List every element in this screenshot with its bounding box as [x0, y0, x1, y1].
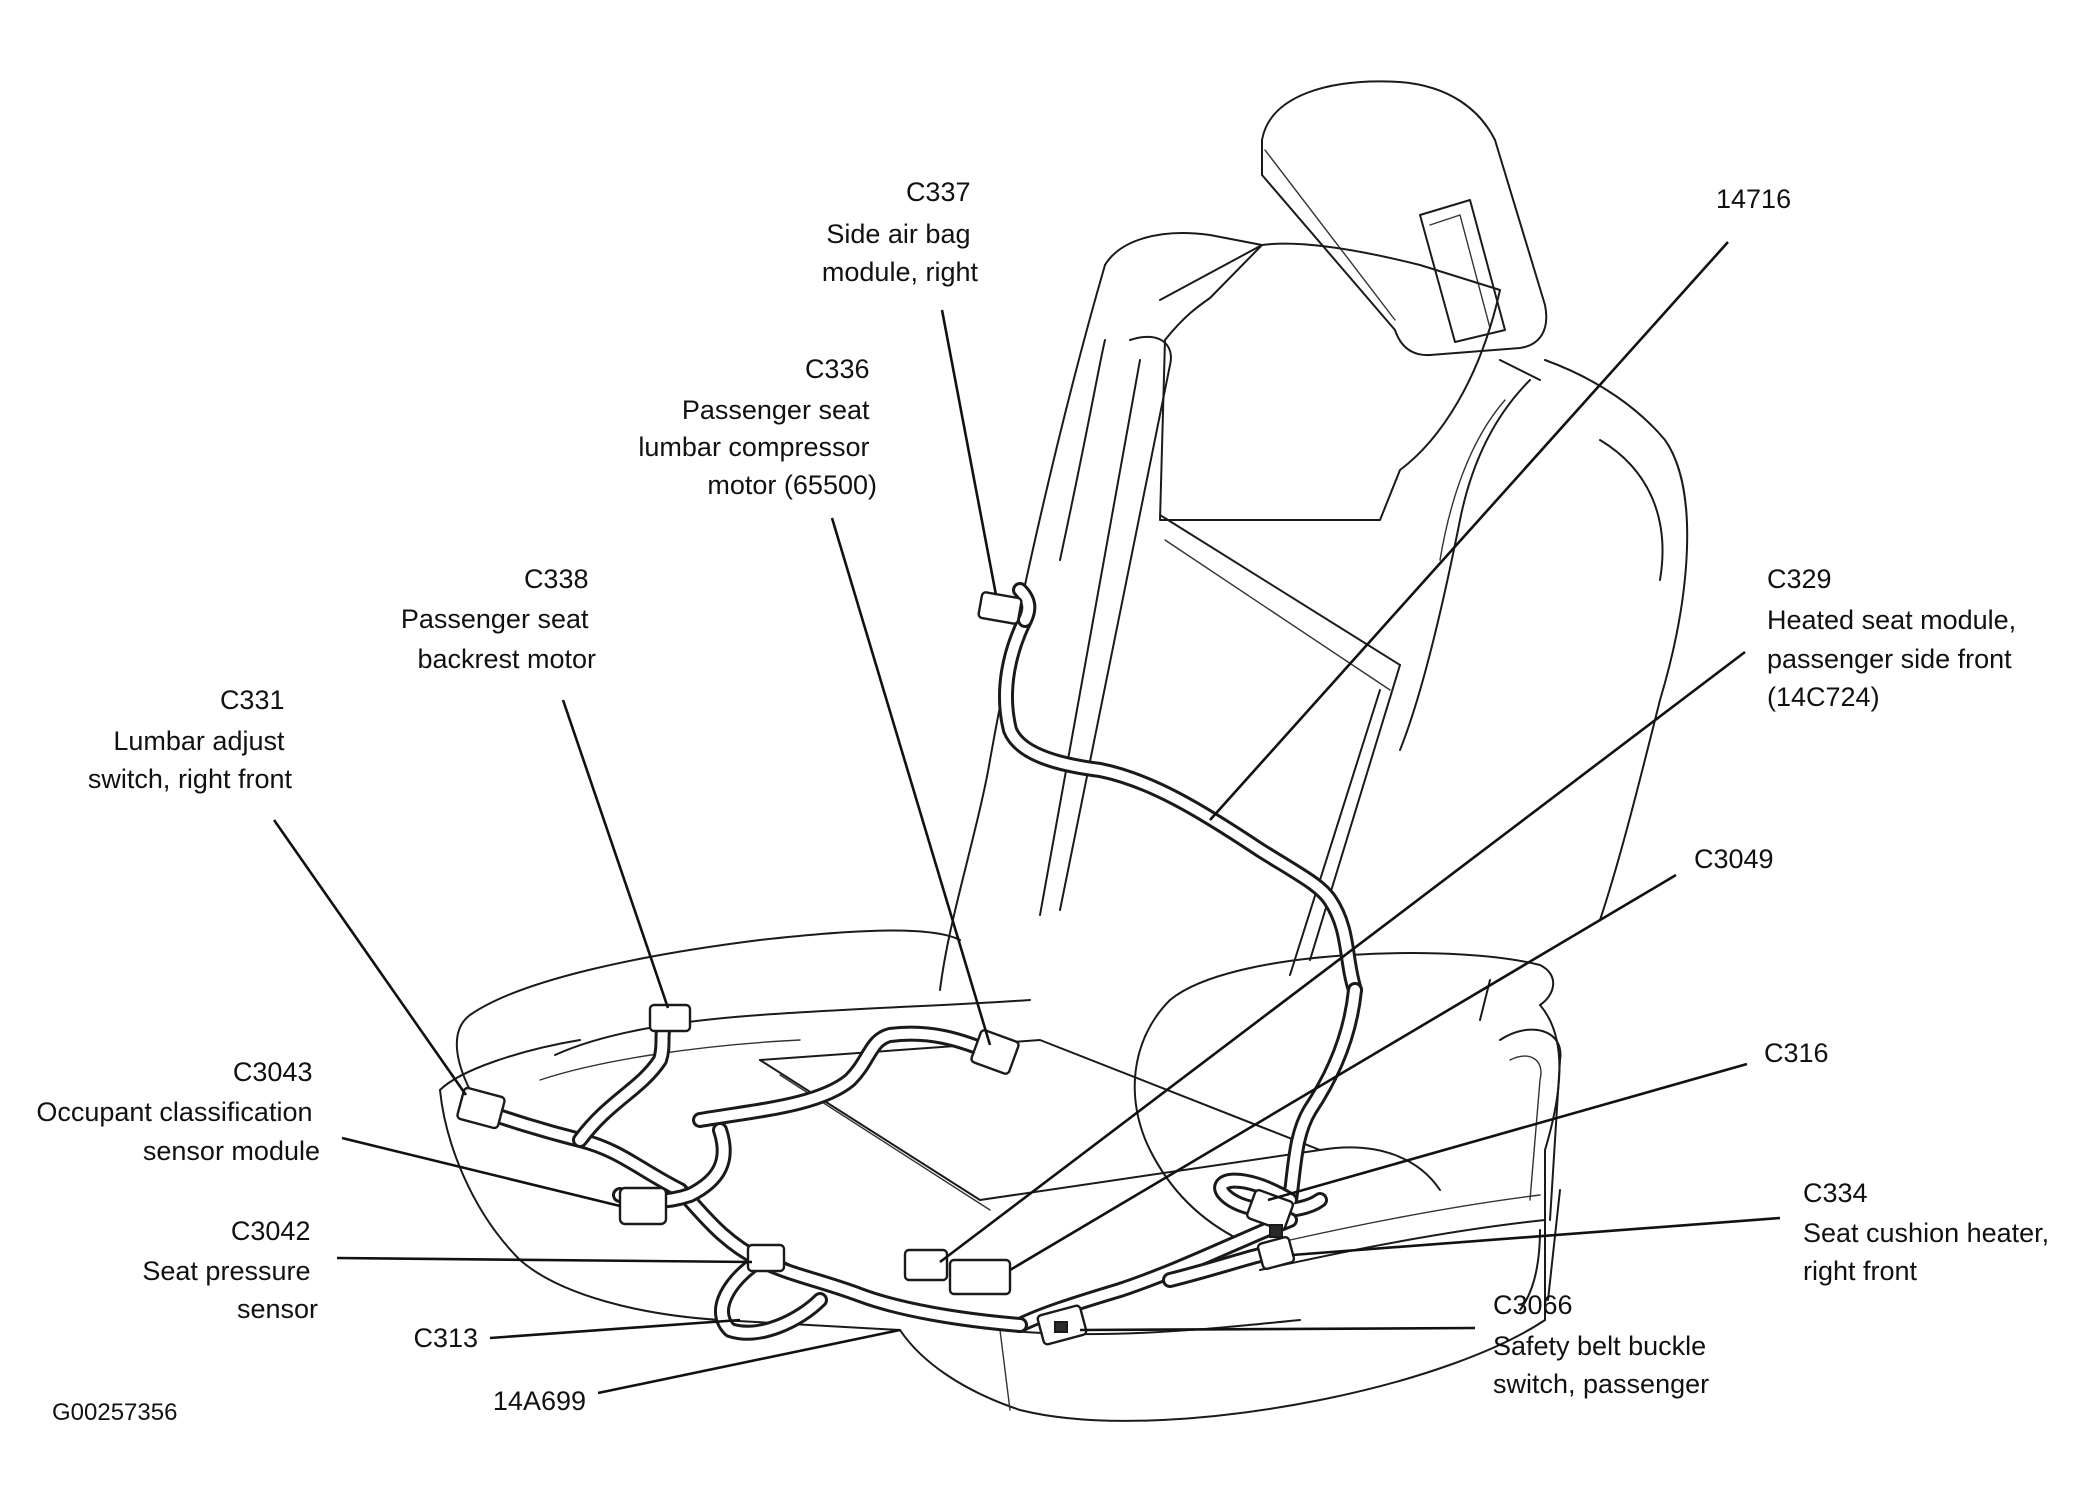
- leader-lines: [272, 241, 1781, 1395]
- connector-c3049: [903, 1248, 949, 1282]
- leader-c316: [1267, 1062, 1748, 1202]
- connectors: [456, 591, 1296, 1346]
- connector-c3066-pin: [1054, 1321, 1068, 1333]
- connector-c329: [948, 1258, 1012, 1296]
- leader-c329: [939, 650, 1746, 1264]
- figure-id: G00257356: [52, 1399, 177, 1426]
- seat-illustration: [439, 80, 1689, 1422]
- leader-c3049: [1009, 873, 1677, 1272]
- connector-c336: [970, 1029, 1020, 1075]
- leader-c313: [489, 1318, 741, 1340]
- connector-c3043: [618, 1186, 668, 1226]
- callout-c3049: C3049: [1694, 844, 1774, 874]
- connector-c316: [1246, 1188, 1294, 1232]
- callout-c3066: C3066 Safety belt buckle switch, passeng…: [1493, 1290, 1714, 1399]
- leader-c334: [1291, 1216, 1781, 1257]
- leader-c338: [561, 699, 670, 1009]
- callout-c3042: C3042 Seat pressure sensor: [142, 1216, 318, 1324]
- callout-c313: C313: [413, 1323, 478, 1353]
- callout-c331: C331 Lumbar adjust switch, right front: [88, 685, 293, 794]
- callout-c336: C336 Passenger seat lumbar compressor mo…: [638, 354, 877, 500]
- leader-c336: [830, 517, 992, 1046]
- connector-c3042: [746, 1243, 786, 1273]
- leader-c331: [272, 819, 468, 1096]
- backrest: [964, 232, 1689, 976]
- leader-c3043: [341, 1136, 621, 1208]
- callout-c334: C334 Seat cushion heater, right front: [1803, 1178, 2057, 1286]
- callout-14716: 14716: [1716, 184, 1791, 214]
- headrest: [1261, 80, 1548, 381]
- leader-14a699: [597, 1328, 901, 1395]
- leader-c337: [940, 309, 998, 596]
- callout-14a699: 14A699: [493, 1386, 586, 1416]
- connector-c334: [1256, 1236, 1296, 1270]
- callout-c337: C337 Side air bag module, right: [822, 177, 979, 287]
- leader-c3066: [1079, 1326, 1476, 1332]
- connector-c337: [977, 591, 1023, 625]
- callout-labels: C337 Side air bag module, right C336 Pas…: [36, 177, 2057, 1426]
- leader-14716: [1209, 241, 1729, 821]
- callout-c316: C316: [1764, 1038, 1829, 1068]
- leader-c3042: [336, 1256, 753, 1264]
- wire-harness: [472, 582, 1363, 1341]
- connector-c331: [456, 1086, 506, 1130]
- connector-c316-pin: [1269, 1224, 1283, 1238]
- callout-c3043: C3043 Occupant classification sensor mod…: [36, 1057, 320, 1166]
- callout-c338: C338 Passenger seat backrest motor: [401, 564, 596, 674]
- seat-cushion: [439, 869, 1562, 1422]
- connector-c338: [648, 1003, 692, 1033]
- callout-c329: C329 Heated seat module, passenger side …: [1767, 564, 2024, 712]
